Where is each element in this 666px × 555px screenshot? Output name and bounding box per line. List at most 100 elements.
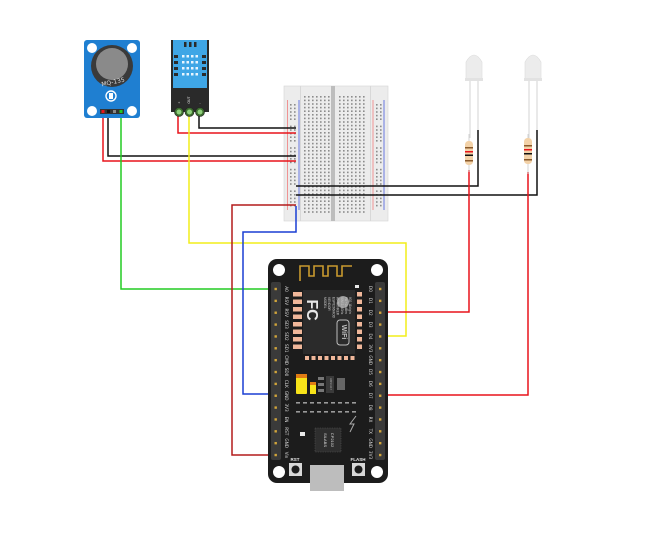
breadboard-hole[interactable]: [328, 150, 330, 152]
breadboard-hole[interactable]: [376, 190, 378, 192]
breadboard-hole[interactable]: [316, 204, 318, 206]
breadboard-hole[interactable]: [347, 135, 349, 138]
breadboard-hole[interactable]: [343, 160, 345, 163]
breadboard-hole[interactable]: [380, 172, 382, 174]
breadboard-hole[interactable]: [347, 175, 349, 177]
breadboard-hole[interactable]: [343, 103, 345, 105]
breadboard-hole[interactable]: [359, 142, 361, 145]
breadboard-hole[interactable]: [312, 153, 314, 156]
breadboard-hole[interactable]: [324, 135, 326, 138]
breadboard-hole[interactable]: [290, 172, 292, 174]
breadboard-hole[interactable]: [294, 201, 296, 203]
breadboard-hole[interactable]: [359, 160, 361, 163]
breadboard-hole[interactable]: [312, 182, 314, 184]
breadboard-hole[interactable]: [290, 154, 292, 156]
breadboard-hole[interactable]: [359, 182, 361, 184]
breadboard-hole[interactable]: [339, 207, 341, 210]
breadboard-hole[interactable]: [308, 139, 310, 141]
breadboard-hole[interactable]: [324, 117, 326, 120]
breadboard-hole[interactable]: [320, 189, 322, 192]
breadboard-hole[interactable]: [363, 99, 365, 102]
breadboard-hole[interactable]: [380, 118, 382, 120]
breadboard-hole[interactable]: [343, 146, 345, 148]
breadboard-hole[interactable]: [328, 182, 330, 184]
breadboard-hole[interactable]: [343, 196, 345, 199]
breadboard-hole[interactable]: [312, 193, 314, 195]
pin-sd1[interactable]: [274, 347, 277, 350]
breadboard-hole[interactable]: [359, 196, 361, 199]
pin-cmd[interactable]: [274, 358, 277, 362]
breadboard-hole[interactable]: [320, 135, 322, 138]
breadboard-hole[interactable]: [304, 121, 306, 123]
breadboard-hole[interactable]: [316, 157, 318, 159]
breadboard-hole[interactable]: [376, 172, 378, 174]
breadboard-hole[interactable]: [308, 150, 310, 152]
breadboard-hole[interactable]: [324, 193, 326, 195]
breadboard-hole[interactable]: [316, 153, 318, 156]
breadboard-hole[interactable]: [343, 157, 345, 159]
breadboard-hole[interactable]: [308, 103, 310, 105]
breadboard-hole[interactable]: [351, 135, 353, 138]
breadboard-hole[interactable]: [304, 96, 306, 98]
breadboard-hole[interactable]: [304, 200, 306, 202]
breadboard-hole[interactable]: [355, 175, 357, 177]
breadboard-hole[interactable]: [343, 110, 345, 112]
breadboard-hole[interactable]: [304, 146, 306, 148]
breadboard-hole[interactable]: [359, 186, 361, 188]
nodemcu-board[interactable]: A0RSVRSVSD3SD2SD1CMDSD0CLKGND3V3ENRSTGND…: [268, 259, 388, 491]
breadboard-hole[interactable]: [328, 117, 330, 120]
breadboard-hole[interactable]: [320, 96, 322, 98]
breadboard-hole[interactable]: [359, 211, 361, 213]
breadboard-hole[interactable]: [294, 154, 296, 156]
breadboard-hole[interactable]: [376, 201, 378, 203]
breadboard-hole[interactable]: [339, 200, 341, 202]
breadboard-hole[interactable]: [320, 160, 322, 163]
breadboard-hole[interactable]: [304, 207, 306, 210]
breadboard-hole[interactable]: [351, 182, 353, 184]
breadboard-hole[interactable]: [320, 204, 322, 206]
breadboard-hole[interactable]: [294, 168, 296, 171]
breadboard-hole[interactable]: [363, 128, 365, 130]
breadboard-hole[interactable]: [339, 142, 341, 145]
breadboard-hole[interactable]: [343, 171, 345, 174]
breadboard-hole[interactable]: [320, 128, 322, 130]
breadboard-hole[interactable]: [294, 125, 296, 128]
breadboard-hole[interactable]: [294, 176, 296, 178]
breadboard-hole[interactable]: [312, 121, 314, 123]
breadboard-hole[interactable]: [380, 179, 382, 182]
breadboard-hole[interactable]: [339, 132, 341, 134]
breadboard-hole[interactable]: [312, 124, 314, 127]
breadboard-hole[interactable]: [312, 196, 314, 199]
breadboard-hole[interactable]: [339, 196, 341, 199]
breadboard-hole[interactable]: [355, 110, 357, 112]
mq135-pin-ao[interactable]: [119, 110, 123, 113]
breadboard-hole[interactable]: [308, 128, 310, 130]
breadboard-hole[interactable]: [294, 107, 296, 110]
wire-vin[interactable]: [231, 204, 296, 456]
breadboard-hole[interactable]: [380, 150, 382, 153]
breadboard-hole[interactable]: [380, 168, 382, 171]
breadboard-hole[interactable]: [359, 135, 361, 138]
breadboard-hole[interactable]: [376, 147, 378, 149]
breadboard-hole[interactable]: [308, 186, 310, 188]
breadboard-hole[interactable]: [359, 99, 361, 102]
wire-mq135-vcc[interactable]: [102, 114, 296, 162]
micro-usb-connector[interactable]: [310, 465, 344, 491]
breadboard-hole[interactable]: [359, 121, 361, 123]
breadboard-hole[interactable]: [328, 175, 330, 177]
breadboard-hole[interactable]: [328, 171, 330, 174]
breadboard-hole[interactable]: [320, 121, 322, 123]
breadboard-hole[interactable]: [308, 168, 310, 170]
breadboard-hole[interactable]: [308, 157, 310, 159]
breadboard-hole[interactable]: [328, 193, 330, 195]
breadboard-hole[interactable]: [363, 168, 365, 170]
breadboard-hole[interactable]: [294, 136, 296, 138]
breadboard-hole[interactable]: [351, 139, 353, 141]
breadboard-hole[interactable]: [328, 189, 330, 192]
breadboard-hole[interactable]: [380, 158, 382, 160]
breadboard-hole[interactable]: [324, 150, 326, 152]
breadboard-hole[interactable]: [347, 110, 349, 112]
breadboard-hole[interactable]: [320, 168, 322, 170]
breadboard-hole[interactable]: [308, 121, 310, 123]
breadboard-hole[interactable]: [380, 104, 382, 106]
